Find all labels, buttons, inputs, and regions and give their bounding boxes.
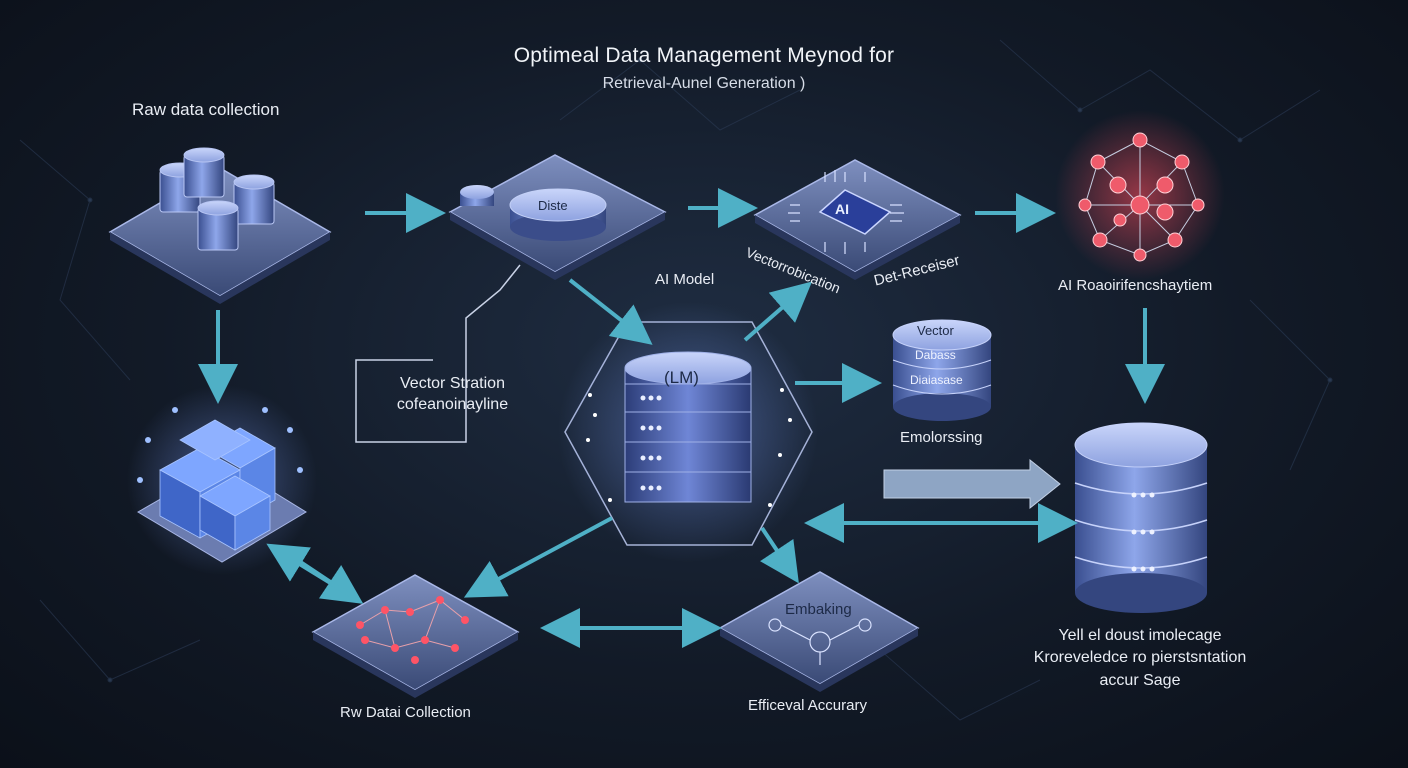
background-network — [19, 39, 1333, 721]
vector-stration-box — [355, 264, 521, 443]
knowledge-line1: Yell el doust imolecage — [1058, 627, 1222, 644]
label-db-diaiasase: Diaiasase — [910, 373, 963, 387]
label-vector-stration: Vector Stration cofeanoinayline — [370, 374, 535, 416]
embaking-platform — [718, 571, 920, 692]
diste-platform — [448, 154, 667, 280]
label-db-vector: Vector — [917, 323, 954, 338]
label-ai-chip: AI — [835, 201, 849, 217]
ai-system-network — [1055, 110, 1225, 280]
label-diste: Diste — [538, 198, 568, 213]
vector-riceiltion-arrow — [883, 458, 1061, 510]
knowledge-database — [1074, 422, 1208, 613]
flow-arrows — [198, 188, 1165, 648]
label-raw-datai-collection: Rw Datai Collection — [340, 704, 471, 721]
label-vector-riceiltion — [884, 472, 1060, 498]
label-knowledge: Yell el doust imolecage Kroreveledce ro … — [1000, 625, 1280, 692]
label-db-dabass: Dabass — [915, 348, 956, 362]
vector-database-cylinder — [892, 319, 992, 421]
label-lm: (LM) — [664, 368, 699, 387]
label-ai-model: AI Model — [655, 271, 715, 288]
lm-server — [558, 302, 818, 562]
knowledge-line2: Kroreveledce ro pierstsntation — [1033, 649, 1247, 667]
diagram-title: Optimeal Data Management Meynod for — [513, 44, 895, 67]
ai-chip-platform — [753, 159, 962, 280]
vector-stration-line2: cofeanoinayline — [396, 395, 509, 413]
vector-stration-line1: Vector Stration — [400, 375, 505, 392]
label-efficeval-accurary: Efficeval Accurary — [748, 697, 867, 714]
cube-cluster — [127, 385, 317, 575]
label-raw-data-collection: Raw data collection — [132, 100, 280, 119]
diagram-subtitle: Retrieval-Aunel Generation ) — [602, 75, 806, 92]
label-emolorssing: Emolorssing — [900, 429, 983, 446]
circuit-platform — [311, 574, 520, 698]
knowledge-line3: accur Sage — [1099, 671, 1181, 689]
label-embaking: Embaking — [785, 601, 852, 618]
raw-data-platform — [108, 147, 332, 304]
label-ai-system: AI Roaoirifencshaytiem — [1058, 277, 1213, 294]
